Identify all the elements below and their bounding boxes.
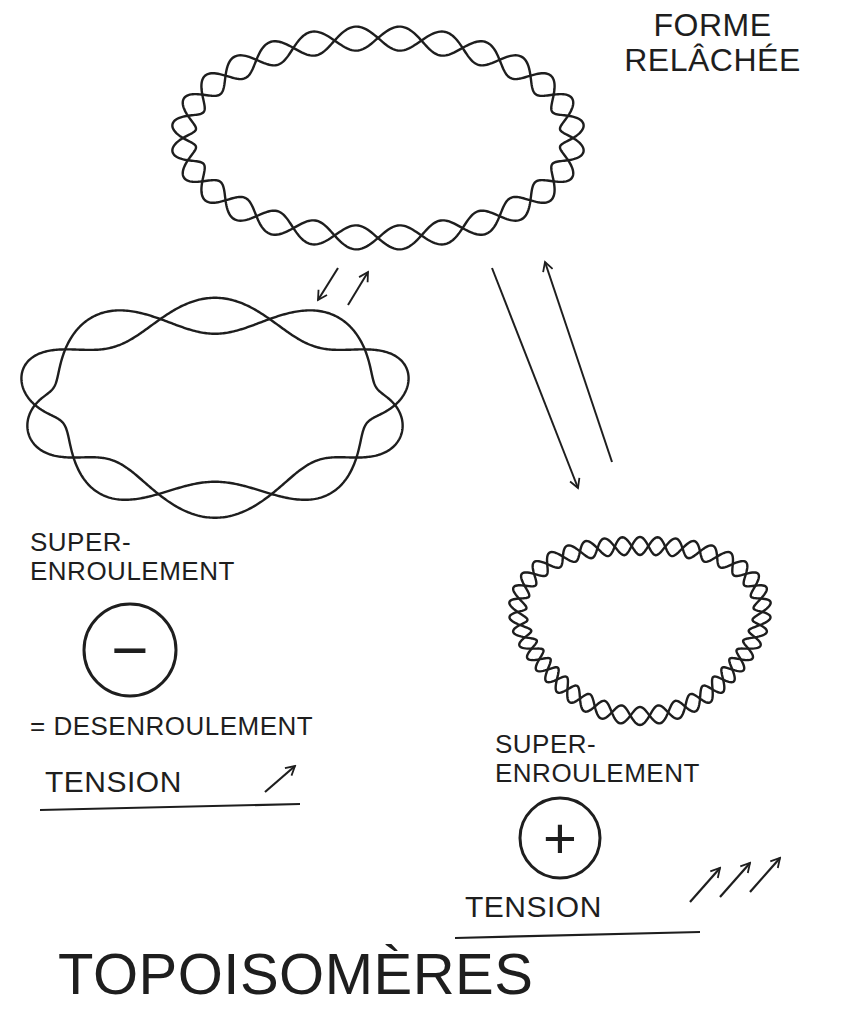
equilibrium-arrows bbox=[318, 262, 612, 488]
tension-arrow bbox=[690, 868, 720, 902]
tension-label: TENSION bbox=[465, 890, 602, 923]
diagram-title: TOPOISOMÈRES bbox=[58, 945, 533, 1003]
tension-arrow bbox=[265, 766, 295, 792]
supercoil-label: SUPER- ENROULEMENT bbox=[495, 730, 710, 787]
dna-strand bbox=[509, 537, 770, 723]
sign-circle: + bbox=[518, 796, 602, 880]
dna-strand bbox=[172, 27, 583, 250]
reaction-arrow bbox=[492, 268, 578, 488]
reaction-arrow bbox=[348, 272, 368, 305]
tension-marks bbox=[40, 766, 780, 938]
sign-symbol: + bbox=[543, 809, 577, 867]
form-label: FORME RELÂCHÉE bbox=[585, 8, 840, 78]
dna-strand bbox=[21, 298, 408, 500]
tension-label: TENSION bbox=[45, 765, 182, 798]
sign-circle: − bbox=[82, 602, 178, 698]
dna-strand bbox=[172, 27, 583, 250]
circle-outline bbox=[520, 798, 600, 878]
dna-strand bbox=[509, 537, 770, 725]
sign-symbol: − bbox=[111, 618, 148, 682]
reaction-arrow bbox=[318, 268, 338, 300]
dna-loops bbox=[21, 27, 770, 725]
underline bbox=[455, 932, 700, 938]
circle-outline bbox=[84, 604, 176, 696]
dna-strand bbox=[27, 310, 402, 517]
tension-arrow bbox=[720, 863, 750, 897]
reaction-arrow bbox=[545, 262, 612, 462]
supercoil-label: SUPER- ENROULEMENT bbox=[30, 528, 245, 585]
underline bbox=[40, 804, 300, 810]
unwinding-note: = DESENROULEMENT bbox=[30, 712, 313, 741]
tension-arrow bbox=[750, 858, 780, 892]
